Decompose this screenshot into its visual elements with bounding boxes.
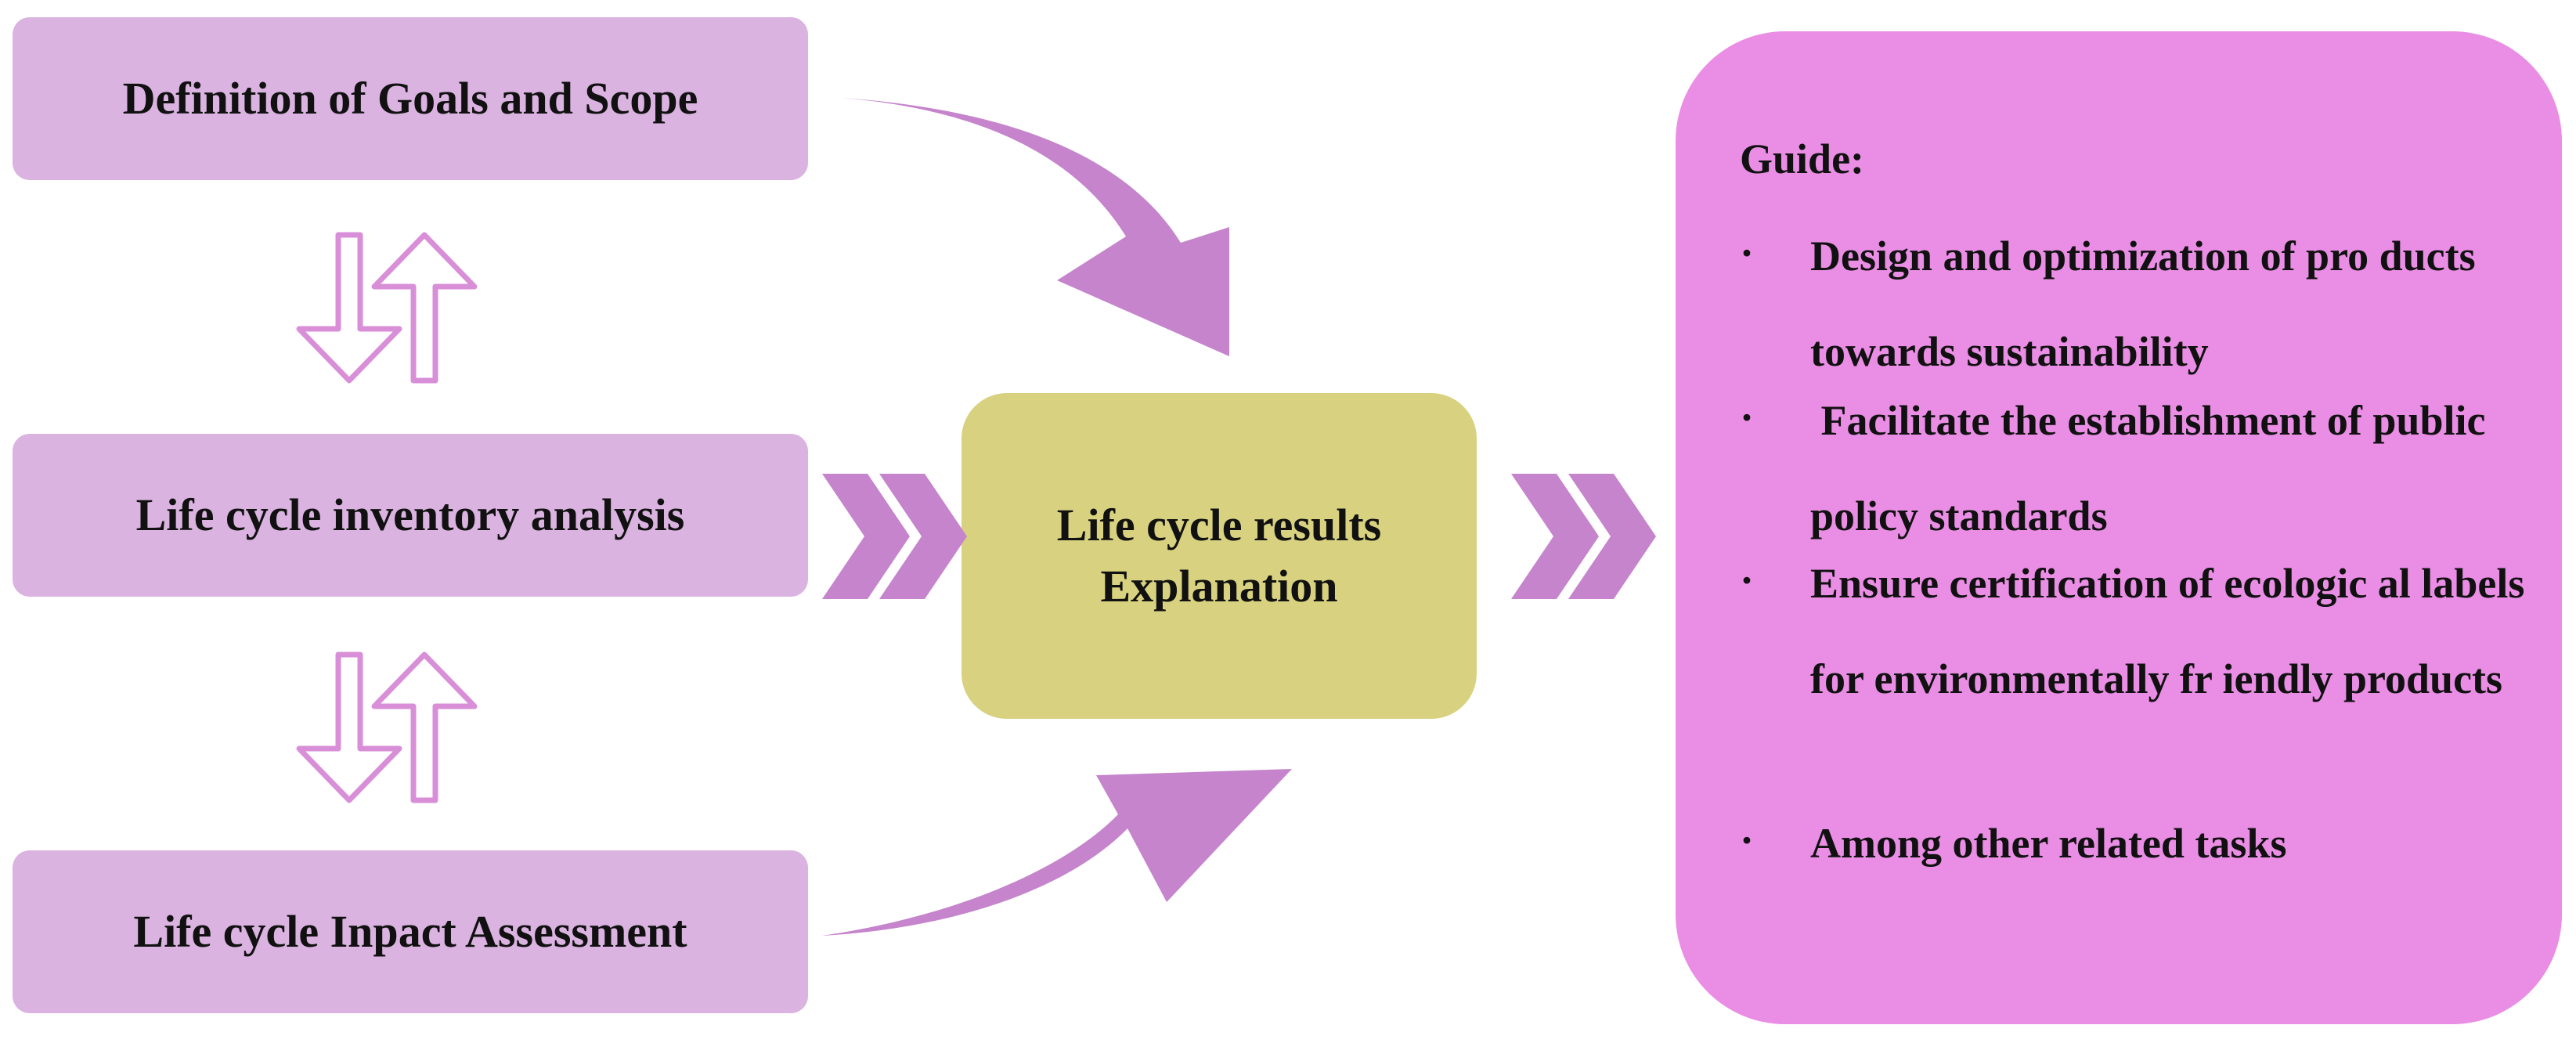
guide-box: Guide: · Design and optimization of pro … <box>1676 31 2562 1024</box>
double-chevron-right-icon <box>822 474 967 599</box>
up-down-arrows-icon <box>296 232 478 384</box>
inventory-analysis-box: Life cycle inventory analysis <box>13 434 808 597</box>
up-down-arrows-icon <box>296 651 478 803</box>
bullet-icon: · <box>1740 557 1755 604</box>
guide-item-text: Among other related tasks <box>1810 820 2287 867</box>
curved-arrow-up-icon <box>822 769 1292 936</box>
impact-assessment-label: Life cycle Inpact Assessment <box>133 906 687 958</box>
inventory-analysis-label: Life cycle inventory analysis <box>135 489 685 541</box>
guide-item-text: Facilitate the establishment of public p… <box>1810 397 2496 540</box>
guide-item-text: Design and optimization of pro ducts tow… <box>1810 233 2476 375</box>
bullet-icon: · <box>1740 394 1755 441</box>
curved-arrow-down-icon <box>842 98 1229 356</box>
guide-item-certification: · Ensure certification of ecologic al la… <box>1740 559 2531 822</box>
results-explanation-line1: Life cycle results <box>1056 499 1382 550</box>
guide-item-policy: · Facilitate the establishment of public… <box>1740 396 2531 564</box>
guide-list: · Design and optimization of pro ducts t… <box>1740 232 2531 891</box>
impact-assessment-box: Life cycle Inpact Assessment <box>13 850 808 1013</box>
guide-item-text: Ensure certification of ecologic al labe… <box>1810 560 2525 702</box>
goals-scope-label: Definition of Goals and Scope <box>122 73 698 125</box>
goals-scope-box: Definition of Goals and Scope <box>13 17 808 180</box>
double-chevron-right-icon <box>1511 474 1656 599</box>
guide-item-other: · Among other related tasks <box>1740 819 2531 891</box>
results-explanation-box: Life cycle results Explanation <box>961 393 1477 719</box>
guide-title: Guide: <box>1740 135 1865 182</box>
guide-item-design: · Design and optimization of pro ducts t… <box>1740 232 2531 399</box>
results-explanation-line2: Explanation <box>1100 561 1338 612</box>
bullet-icon: · <box>1740 817 1755 864</box>
bullet-icon: · <box>1740 229 1755 276</box>
